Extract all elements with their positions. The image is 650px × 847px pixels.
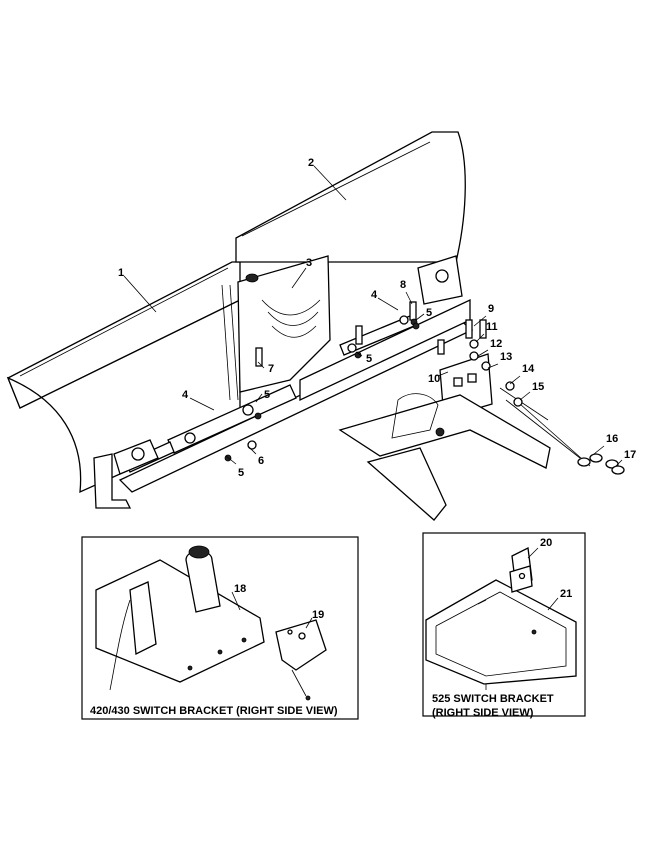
- callout-17: 17: [624, 449, 636, 461]
- right-mount-bracket: [417, 255, 463, 305]
- callout-18: 18: [234, 583, 246, 595]
- hydraulic-cylinder-upper: [339, 315, 415, 356]
- callout-5-c: 5: [264, 389, 270, 401]
- caption-420-430: 420/430 SWITCH BRACKET (RIGHT SIDE VIEW): [90, 705, 338, 717]
- callout-4-lower: 4: [182, 389, 189, 401]
- plow-blade-right: [235, 131, 466, 263]
- inset-420-430: [81, 536, 359, 720]
- callout-7: 7: [268, 363, 274, 375]
- callout-3: 3: [306, 257, 312, 269]
- leader-lines: [123, 165, 623, 467]
- callout-12: 12: [490, 338, 502, 350]
- callout-4-upper: 4: [371, 289, 378, 301]
- caption-525-line1: 525 SWITCH BRACKET: [432, 693, 554, 705]
- callout-14: 14: [522, 363, 535, 375]
- callout-labels: 1 2 3 4 4 5 5 5 5 6 7 8 9 10 11 12 13 14…: [118, 157, 636, 621]
- callout-11: 11: [486, 321, 498, 333]
- callout-5-d: 5: [238, 467, 244, 479]
- left-mount-bracket: [93, 439, 159, 509]
- callout-20: 20: [540, 537, 552, 549]
- caption-525-line2: (RIGHT SIDE VIEW): [432, 707, 534, 719]
- callout-19: 19: [312, 609, 324, 621]
- callout-8: 8: [400, 279, 406, 291]
- callout-5-a: 5: [426, 307, 432, 319]
- fittings: [224, 301, 523, 462]
- a-frame-push-arm: [338, 393, 551, 521]
- hose-lines: [499, 387, 625, 475]
- callout-21: 21: [560, 588, 572, 600]
- pivot-frame: [237, 255, 331, 393]
- callout-9: 9: [488, 303, 494, 315]
- callout-5-b: 5: [366, 353, 372, 365]
- callout-15: 15: [532, 381, 544, 393]
- inset-525: [422, 532, 586, 717]
- callout-6: 6: [258, 455, 264, 467]
- callout-2: 2: [308, 157, 314, 169]
- callout-1: 1: [118, 267, 124, 279]
- callout-13: 13: [500, 351, 512, 363]
- callout-10: 10: [428, 373, 440, 385]
- callout-16: 16: [606, 433, 618, 445]
